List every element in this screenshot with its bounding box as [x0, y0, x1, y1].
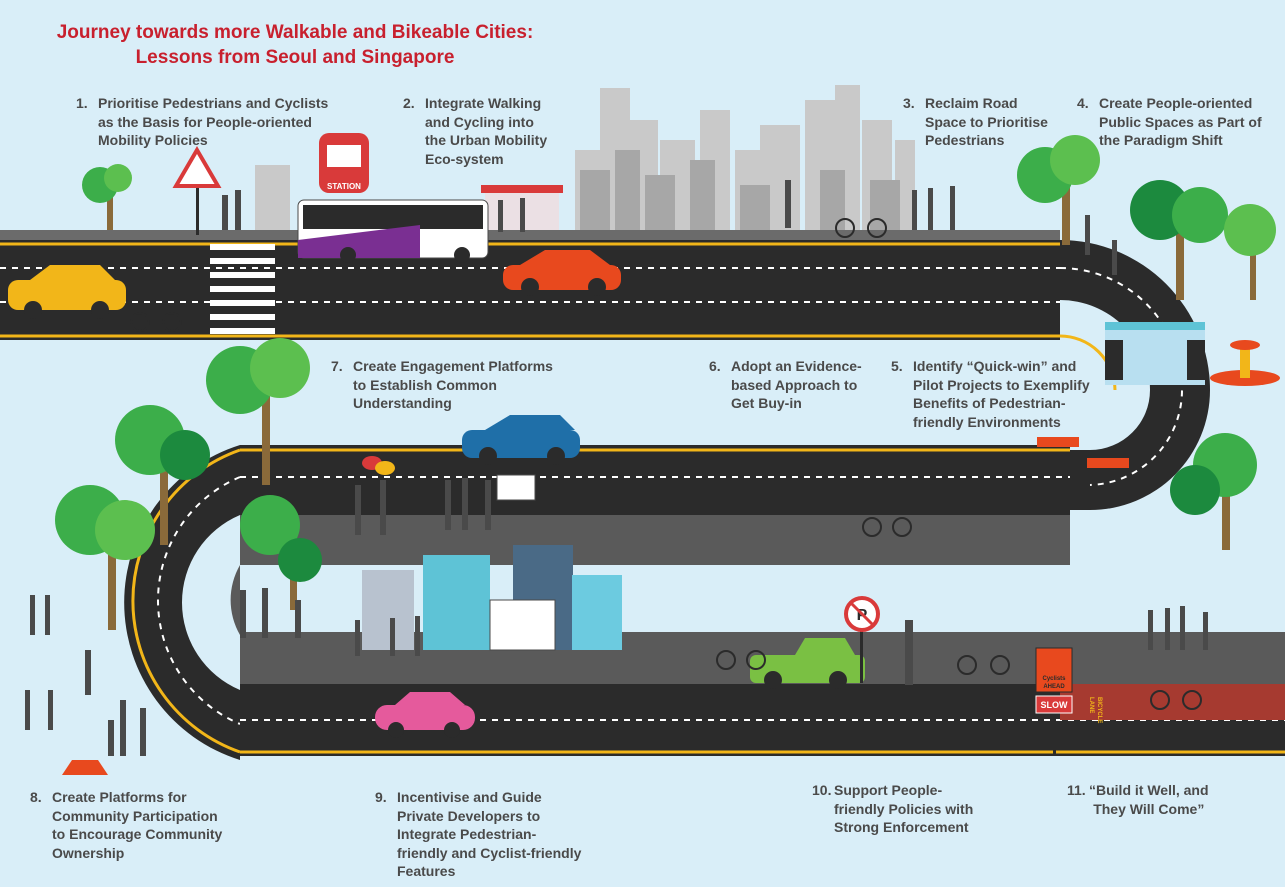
tree-icon [240, 495, 322, 610]
slow-sign: SLOW [1041, 700, 1069, 710]
road-barrier-icon [1037, 437, 1129, 468]
step-7-number: 7. [331, 358, 343, 374]
truck-icon [750, 638, 865, 689]
step-11-number: 11. [1067, 782, 1086, 798]
step-3-number: 3. [903, 95, 915, 111]
step-1: 1. Prioritise Pedestrians and Cyclists a… [76, 94, 329, 150]
car-icon [8, 265, 126, 319]
step-1-number: 1. [76, 95, 88, 111]
city-skyline-front [580, 150, 900, 230]
step-6-text: Adopt an Evidence- based Approach to Get… [731, 358, 862, 411]
car-icon [375, 692, 475, 738]
step-1-text: Prioritise Pedestrians and Cyclists as t… [98, 95, 329, 148]
step-9-number: 9. [375, 789, 387, 805]
no-parking-sign: P [844, 596, 880, 683]
step-9: 9. Incentivise and Guide Private Develop… [375, 788, 582, 881]
tree-icon [82, 164, 132, 230]
step-10-number: 10. [812, 782, 832, 798]
office-buildings [362, 545, 622, 651]
step-5-text: Identify “Quick-win” and Pilot Projects … [913, 358, 1090, 430]
title-line2: Lessons from Seoul and Singapore [135, 47, 455, 68]
pedestrians [25, 180, 1208, 756]
fountain-icon [1210, 340, 1280, 386]
step-6: 6. Adopt an Evidence- based Approach to … [709, 357, 862, 413]
step-2-number: 2. [403, 95, 415, 111]
step-10-text: Support People- friendly Policies with S… [834, 782, 974, 835]
step-6-number: 6. [709, 358, 721, 374]
bicycle-lane-line1: BICYCLE [1096, 697, 1102, 723]
step-3-text: Reclaim Road Space to Prioritise Pedestr… [925, 95, 1048, 148]
cyclists-sign-line1: Cyclists [1042, 676, 1066, 682]
cyclists-sign-line2: AHEAD [1043, 684, 1065, 690]
car-icon [503, 250, 621, 296]
community-mat [62, 760, 108, 775]
bus-icon [297, 199, 489, 263]
step-10: 10. Support People- friendly Policies wi… [812, 781, 974, 837]
speech-bubble-icon [362, 456, 395, 475]
step-8: 8. Create Platforms for Community Partic… [30, 788, 223, 862]
step-2-text: Integrate Walking and Cycling into the U… [425, 95, 548, 167]
tree-icon [1130, 180, 1228, 300]
trees [55, 135, 1276, 630]
tree-icon [1170, 433, 1257, 550]
title-line1: Journey towards more Walkable and Bikeab… [56, 22, 534, 43]
step-4-text: Create People-oriented Public Spaces as … [1099, 95, 1262, 148]
tree-icon [55, 485, 155, 630]
step-8-number: 8. [30, 789, 42, 805]
step-8-text: Create Platforms for Community Participa… [52, 789, 223, 861]
step-2: 2. Integrate Walking and Cycling into th… [403, 94, 548, 168]
performance-stage [1105, 322, 1205, 385]
bicycle-icon [130, 218, 1202, 710]
bicycle-lane-line2: LANE [1088, 697, 1094, 713]
page-title: Journey towards more Walkable and Bikeab… [20, 20, 570, 70]
step-4-number: 4. [1077, 95, 1089, 111]
step-5: 5. Identify “Quick-win” and Pilot Projec… [891, 357, 1090, 431]
step-4: 4. Create People-oriented Public Spaces … [1077, 94, 1262, 150]
tree-icon [1224, 204, 1276, 300]
tree-icon [115, 405, 210, 545]
road-middle [240, 445, 1070, 565]
step-5-number: 5. [891, 358, 903, 374]
step-3: 3. Reclaim Road Space to Prioritise Pede… [903, 94, 1048, 150]
bicycle-lane-marking: BICYCLE LANE [1088, 697, 1102, 723]
car-icon [462, 415, 580, 465]
step-11: 11. “Build it Well, and They Will Come” [1067, 781, 1209, 818]
easel-board-icon [496, 474, 536, 501]
tree-icon [206, 338, 310, 485]
tree-icon [1017, 135, 1100, 245]
station-sign: STATION [327, 182, 361, 191]
pedestrian-crossing-sign [172, 146, 222, 235]
bicycle-lane [1060, 684, 1285, 720]
step-7-text: Create Engagement Platforms to Establish… [353, 358, 553, 411]
step-7: 7. Create Engagement Platforms to Establ… [331, 357, 553, 413]
step-11-text: “Build it Well, and They Will Come” [1089, 782, 1209, 817]
crosswalk [210, 244, 275, 334]
cyclists-ahead-sign: Cyclists AHEAD SLOW [1035, 647, 1073, 756]
step-9-text: Incentivise and Guide Private Developers… [397, 789, 582, 879]
